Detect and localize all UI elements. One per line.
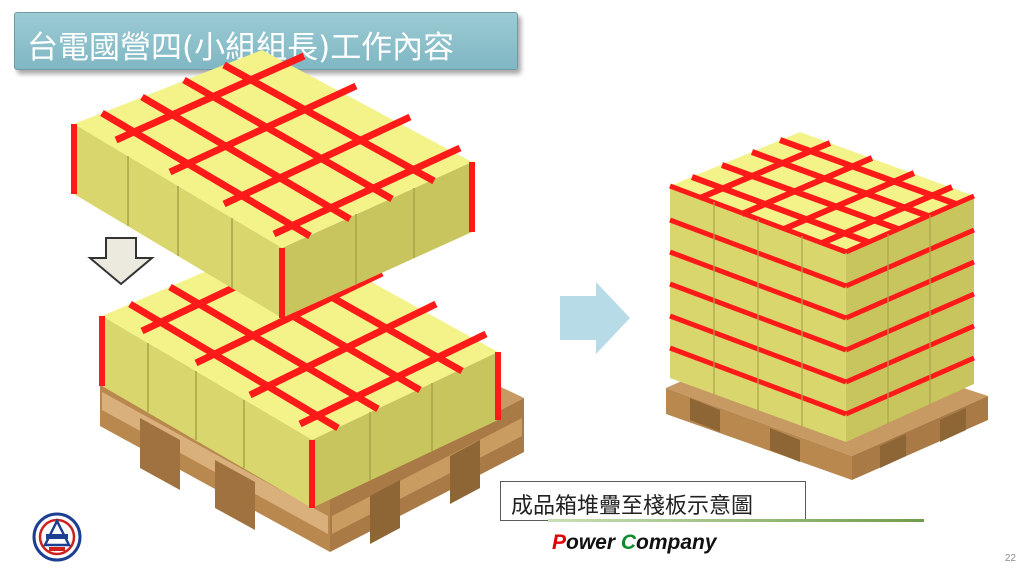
page-number: 22 — [1004, 553, 1016, 564]
caption-underline — [548, 519, 924, 522]
brand-word-ower: ower — [566, 531, 621, 554]
brand-letter-p: P — [552, 531, 567, 554]
brand-letter-c: C — [620, 531, 637, 554]
down-arrow-icon — [87, 237, 155, 286]
taipower-logo-icon — [32, 512, 82, 562]
caption-text: 成品箱堆疊至棧板示意圖 — [511, 494, 754, 519]
right-stack — [669, 132, 976, 442]
left-upper-layer — [71, 50, 475, 318]
brand-tagline: Power Company — [552, 531, 717, 555]
left-lower-layer — [99, 236, 501, 508]
caption-box: 成品箱堆疊至棧板示意圖 — [500, 481, 806, 521]
brand-word-ompany: ompany — [636, 531, 717, 554]
right-arrow-icon — [560, 282, 630, 354]
